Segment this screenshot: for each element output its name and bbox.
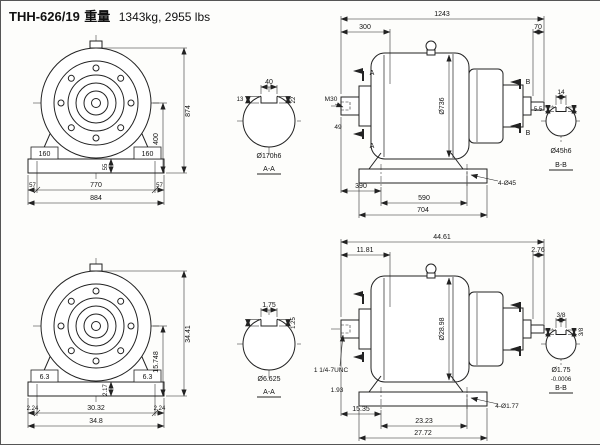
model-number: THH-626/19 <box>9 9 80 24</box>
imperial-side-body-dia: Ø28.98 <box>439 317 446 340</box>
metric-side-rear-length: 70 <box>534 24 542 31</box>
metric-front-overall-width: 884 <box>90 195 102 202</box>
metric-cut-b-upper: B <box>526 79 531 86</box>
weight-label: 重量 <box>84 9 111 24</box>
imperial-bb-shaft-dia: Ø1.75 <box>551 367 570 374</box>
imperial-front-foot-right: 6.3 <box>143 374 153 381</box>
imperial-bb-label: B-B <box>555 385 567 392</box>
front-view-metric <box>28 35 187 205</box>
imperial-aa-depth-right: 1.25 <box>291 317 297 329</box>
metric-bb-key-depth: 5.5 <box>534 107 543 113</box>
imperial-front-bolt-span: 30.32 <box>87 405 105 412</box>
metric-dimension-labels: 874 400 55 160 160 57 770 57 884 40 13 2… <box>29 11 571 214</box>
metric-cut-b-lower: B <box>526 130 531 137</box>
metric-front-edge-right: 57 <box>156 183 163 189</box>
imperial-front-pad-height: 2.17 <box>103 384 109 396</box>
metric-side-base-front: 390 <box>355 183 367 190</box>
imperial-side-rear-length: 2.76 <box>531 247 545 254</box>
metric-bb-shaft-dia: Ø45h6 <box>550 148 571 155</box>
metric-front-pad-height: 55 <box>103 163 109 170</box>
metric-side-bolt-spacing: 590 <box>418 195 430 202</box>
metric-side-body-dia: Ø736 <box>439 97 446 114</box>
imperial-front-overall-width: 34.8 <box>89 418 103 425</box>
imperial-tap-depth: 1.93 <box>331 387 344 394</box>
metric-aa-depth-left: 13 <box>237 97 244 103</box>
metric-aa-key-width: 40 <box>265 79 273 86</box>
metric-bb-key-width: 14 <box>557 89 565 96</box>
imperial-aa-shaft-dia: Ø6.625 <box>258 376 281 383</box>
imperial-front-edge-right: 2.24 <box>154 406 166 412</box>
imperial-side-bolt-spacing: 23.23 <box>415 418 433 425</box>
metric-side-tap: M30 <box>325 96 338 103</box>
imperial-side-base-front: 15.35 <box>352 406 370 413</box>
metric-aa-label: A-A <box>263 166 275 173</box>
metric-bb-label: B-B <box>555 162 567 169</box>
metric-aa-shaft-dia: Ø170h6 <box>257 153 282 160</box>
imperial-bb-tolerance: -0.0006 <box>551 377 572 383</box>
metric-front-bolt-span: 770 <box>90 182 102 189</box>
metric-front-foot-right: 160 <box>142 151 154 158</box>
imperial-side-front-length: 11.81 <box>357 247 374 254</box>
metric-side-front-length: 300 <box>359 24 371 31</box>
imperial-side-base-length: 27.72 <box>414 430 432 437</box>
weight-value: 1343kg, 2955 lbs <box>118 10 211 24</box>
imperial-front-edge-left: 2.24 <box>27 406 39 412</box>
metric-side-overall-length: 1243 <box>434 11 450 18</box>
metric-side-holes: 4-Ø45 <box>498 180 516 187</box>
imperial-aa-label: A-A <box>263 389 275 396</box>
drawing-title: THH-626/19 重量 1343kg, 2955 lbs <box>9 6 210 26</box>
imperial-side-overall-length: 44.61 <box>433 234 451 241</box>
metric-front-total-height: 874 <box>185 105 192 117</box>
metric-front-center-height: 400 <box>153 133 160 145</box>
imperial-aa-key-width: 1.75 <box>262 302 276 309</box>
tap-leader-metric <box>334 102 344 108</box>
imperial-front-total-height: 34.41 <box>185 325 192 343</box>
imperial-bb-key-depth: 3/8 <box>579 327 585 336</box>
metric-side-base-length: 704 <box>417 207 429 214</box>
metric-aa-depth-right: 22 <box>291 96 297 103</box>
imperial-side-holes: 4-Ø1.77 <box>495 403 519 410</box>
front-view-imperial <box>28 258 187 428</box>
metric-cut-a-upper: A <box>370 70 375 77</box>
tap-leader-imperial <box>339 334 345 367</box>
imperial-front-foot-left: 6.3 <box>40 374 50 381</box>
metric-front-edge-left: 57 <box>29 183 36 189</box>
imperial-dimension-labels: 34.41 15.748 2.17 6.3 6.3 2.24 30.32 2.2… <box>27 234 585 437</box>
metric-side-tap-depth: 49 <box>334 124 342 131</box>
imperial-front-center-height: 15.748 <box>153 351 160 373</box>
metric-cut-a-lower: A <box>370 143 375 150</box>
imperial-bb-key-width: 3/8 <box>556 312 565 319</box>
imperial-tap: 1 1/4-7UNC <box>314 367 349 374</box>
metric-front-foot-left: 160 <box>39 151 51 158</box>
